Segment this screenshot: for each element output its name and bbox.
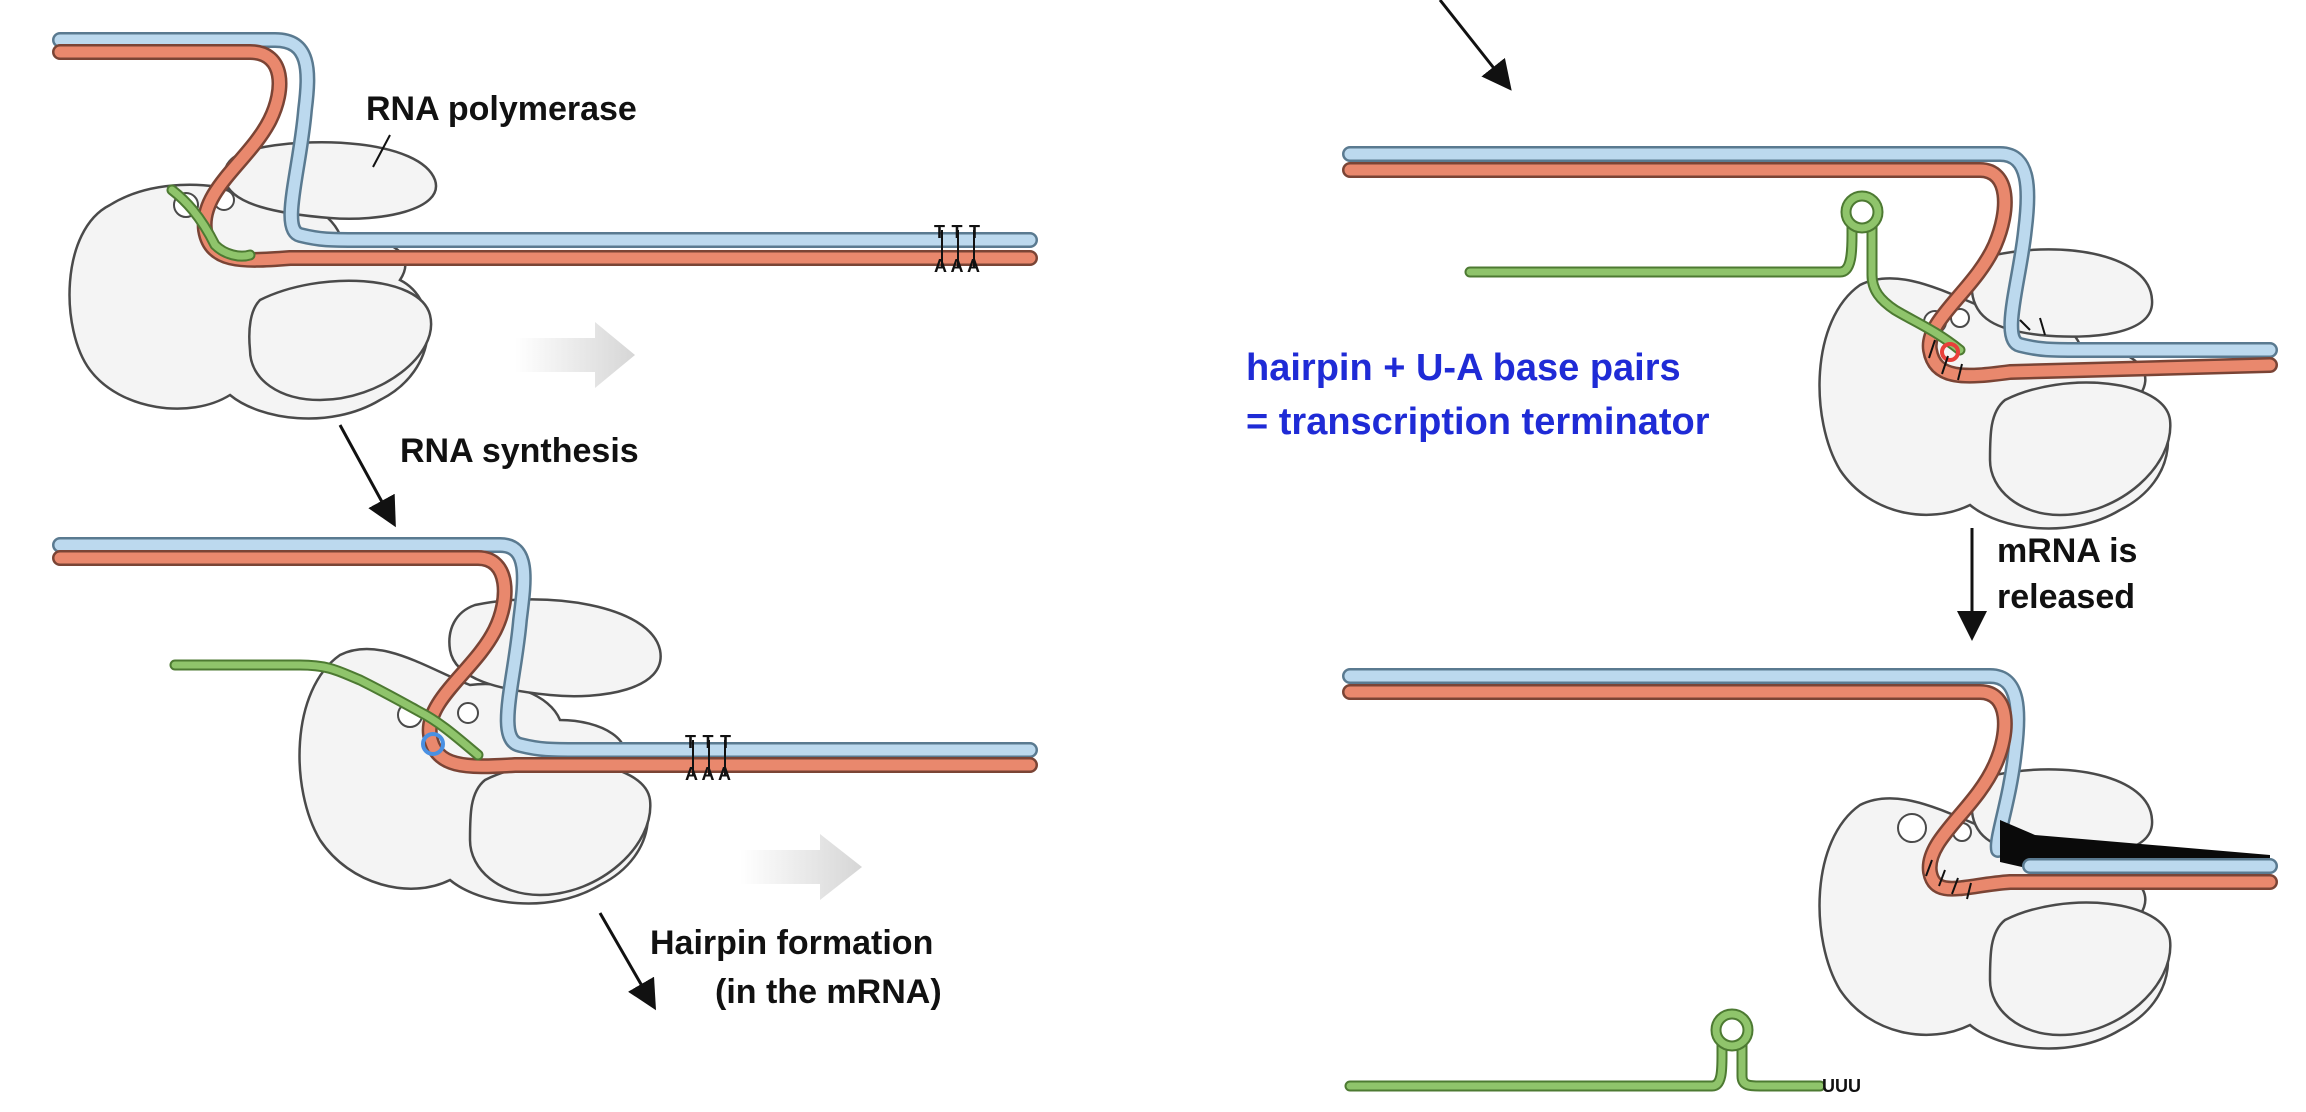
a-bases <box>1925 859 1972 900</box>
panel-termination <box>1342 146 2278 530</box>
template-dna-strand <box>54 552 1036 772</box>
rna-polymerase-pointer <box>372 134 391 168</box>
direction-arrow <box>740 834 862 900</box>
rna-polymerase-label: RNA polymerase <box>366 90 637 128</box>
hairpin-formation-sublabel: (in the mRNA) <box>715 973 942 1011</box>
highlight-circle <box>1940 342 1960 362</box>
mrna-released-label: mRNA is <box>1997 532 2137 570</box>
u-a-base-pairs <box>1928 317 2046 381</box>
coding-dna-strand <box>54 539 1036 756</box>
continuation-arrow <box>1438 0 1512 91</box>
template-bases: TTT <box>934 222 980 242</box>
coding-dna-strand <box>1344 670 2023 856</box>
base-pairs-ta: TTT AAA <box>934 222 980 276</box>
rna-polymerase-shape <box>1818 768 2172 1050</box>
mrna-released-sublabel: released <box>1997 578 2135 616</box>
coding-dna-strand <box>1344 148 2276 356</box>
hairpin-formation-label: Hairpin formation <box>650 924 933 962</box>
template-dna-strand <box>1344 686 2276 895</box>
dna-rewinding-wedge <box>2000 820 2270 870</box>
template-bases: TTT <box>685 732 731 752</box>
uuu-tail-label: UUU <box>1822 1076 1861 1096</box>
mrna-strand <box>171 661 482 759</box>
rna-synthesis-arrow <box>338 424 396 528</box>
panel-hairpin-formation: TTT AAA <box>52 537 1038 905</box>
coding-bases: AAA <box>685 764 731 784</box>
terminator-annotation-line1: hairpin + U-A base pairs <box>1246 347 1681 389</box>
panel-release: UUU <box>1342 668 2278 1096</box>
coding-bases: AAA <box>934 256 980 276</box>
rna-synthesis-label: RNA synthesis <box>400 432 639 470</box>
direction-arrow <box>515 322 635 388</box>
mrna-strand <box>1466 221 1964 354</box>
panel-elongation: TTT AAA RNA polymerase <box>52 32 1038 420</box>
hairpin-formation-arrow <box>598 912 656 1011</box>
rna-polymerase-shape <box>68 140 438 420</box>
highlight-circle <box>421 732 445 756</box>
released-mrna-strand <box>1346 1041 1824 1090</box>
terminator-annotation-line2: = transcription terminator <box>1246 401 1710 443</box>
